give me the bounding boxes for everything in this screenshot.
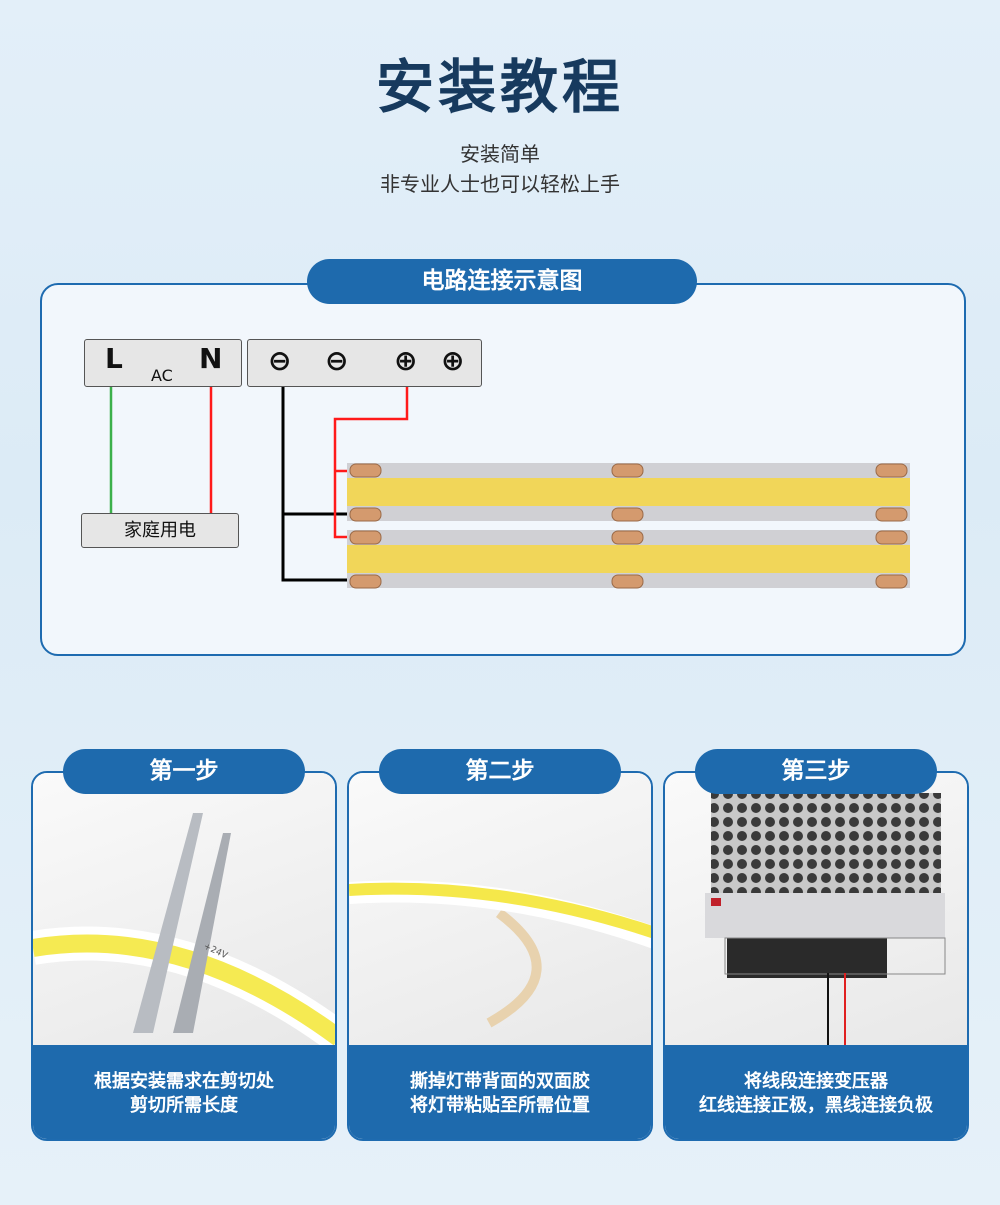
page-title: 安装教程 xyxy=(375,53,624,121)
diagram-title: 电路连接示意图 xyxy=(307,259,697,304)
caption-line: 撕掉灯带背面的双面胶 xyxy=(410,1071,590,1092)
subtitle-line-2: 非专业人士也可以轻松上手 xyxy=(380,172,620,196)
led-strip-2 xyxy=(347,530,910,589)
led-strip-1 xyxy=(347,463,910,522)
step-card-3: 将线段连接变压器 红线连接正极，黑线连接负极 xyxy=(663,771,969,1141)
negative-terminal-icon: ⊖ xyxy=(268,344,292,377)
step-3-label: 第三步 xyxy=(695,749,937,794)
terminal-l: L xyxy=(105,342,123,375)
terminal-n: N xyxy=(199,342,223,375)
step-card-1: +24V 根据安装需求在剪切处 剪切所需长度 xyxy=(31,771,337,1141)
positive-terminal-icon: ⊕ xyxy=(441,344,465,377)
negative-wire xyxy=(281,387,347,582)
wiring-diagram xyxy=(109,387,910,589)
caption-line: 将灯带粘贴至所需位置 xyxy=(410,1095,590,1116)
step-3-caption: 将线段连接变压器 红线连接正极，黑线连接负极 xyxy=(665,1045,967,1139)
negative-terminal-icon: ⊖ xyxy=(325,344,349,377)
power-supply-photo xyxy=(665,773,967,1045)
cutting-strip-photo: +24V xyxy=(33,773,335,1052)
subtitle-line-1: 安装简单 xyxy=(460,142,540,166)
positive-terminal-icon: ⊕ xyxy=(394,344,418,377)
step-1-label: 第一步 xyxy=(63,749,305,794)
terminal-ac-label: AC xyxy=(151,366,173,385)
caption-line: 将线段连接变压器 xyxy=(744,1071,888,1092)
household-power-box: 家庭用电 xyxy=(81,513,239,548)
step-1-caption: 根据安装需求在剪切处 剪切所需长度 xyxy=(33,1045,335,1139)
step-2-label: 第二步 xyxy=(379,749,621,794)
step-card-2: 撕掉灯带背面的双面胶 将灯带粘贴至所需位置 xyxy=(347,771,653,1141)
dc-output-box: ⊖ ⊖ ⊕ ⊕ xyxy=(247,339,482,387)
step-2-caption: 撕掉灯带背面的双面胶 将灯带粘贴至所需位置 xyxy=(349,1045,651,1139)
ac-input-box: L AC N xyxy=(84,339,242,387)
caption-line: 根据安装需求在剪切处 xyxy=(94,1071,274,1092)
caption-line: 剪切所需长度 xyxy=(130,1095,238,1116)
peeling-adhesive-photo xyxy=(349,773,651,1045)
positive-wire xyxy=(333,387,409,539)
caption-line: 红线连接正极，黑线连接负极 xyxy=(699,1095,933,1116)
